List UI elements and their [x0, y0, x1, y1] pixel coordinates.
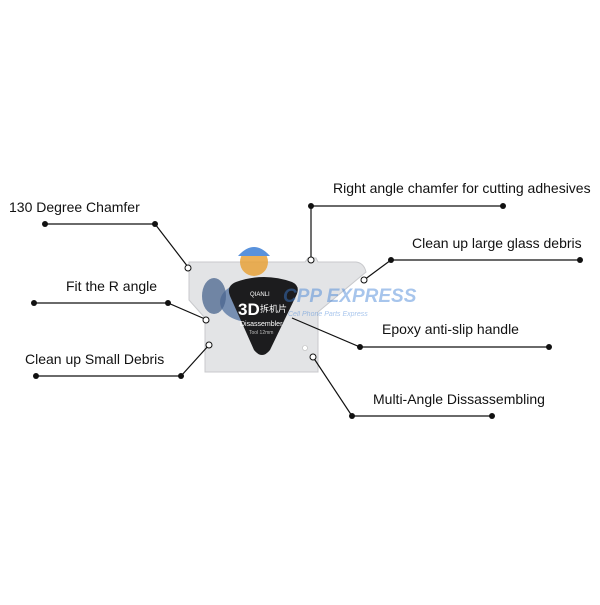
badge-3d: 3D [238, 300, 260, 319]
leader-chamfer-130 [45, 223, 189, 268]
leader-fit-r [34, 302, 206, 320]
leader-right-angle [310, 205, 503, 259]
target-fit-r [202, 316, 210, 324]
target-large-glass [360, 276, 368, 284]
product-badge [228, 277, 298, 355]
card-hole [302, 345, 308, 351]
label-epoxy-handle: Epoxy anti-slip handle [382, 321, 519, 337]
badge-sub: Tool 12mm [249, 330, 273, 336]
badge-name: Disassembler [240, 321, 283, 328]
badge-cn-text: 拆机片 [260, 303, 287, 314]
label-fit-r-angle: Fit the R angle [66, 278, 158, 294]
label-chamfer-130: 130 Degree Chamfer [9, 199, 140, 215]
label-large-glass-debris: Clean up large glass debris [412, 235, 582, 251]
target-multi-angle [309, 353, 317, 361]
target-small-debris [205, 341, 213, 349]
badge-brand: QIANLI [250, 292, 270, 298]
leader-large-glass [363, 259, 580, 281]
label-multi-angle: Multi-Angle Dissassembling [373, 391, 545, 407]
target-chamfer-130 [184, 264, 192, 272]
leader-multi-angle [312, 356, 492, 417]
watermark-tagline: Cell Phone Parts Express [288, 311, 368, 318]
target-right-angle [307, 256, 315, 264]
label-right-angle-chamfer: Right angle chamfer for cutting adhesive… [333, 180, 591, 196]
watermark-brand: CPP EXPRESS [283, 286, 417, 307]
label-small-debris: Clean up Small Debris [25, 351, 165, 367]
